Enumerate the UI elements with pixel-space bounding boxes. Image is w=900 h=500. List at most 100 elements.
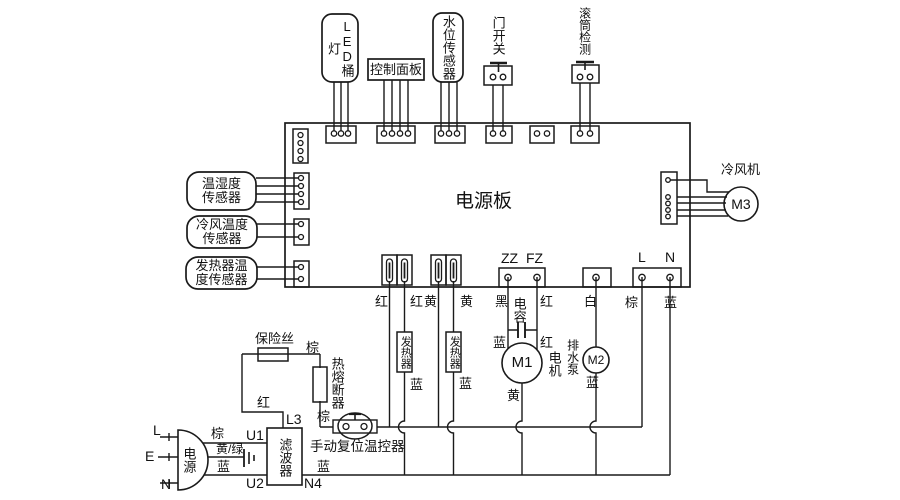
- temp-humidity-label-2: 传感器: [201, 190, 241, 205]
- wire-label-blue-heater1: 蓝: [410, 377, 424, 392]
- wire-label-black: 黑: [495, 294, 509, 309]
- temp-humidity-label-1: 温湿度: [201, 176, 241, 192]
- cool-air-label-1: 冷风温度: [195, 217, 248, 233]
- wire-led: [333, 82, 349, 131]
- power-inlet-label: 电源: [181, 447, 197, 473]
- board-left-connectors: [293, 172, 310, 288]
- connector-heater-temp: [293, 260, 310, 288]
- connector-fan: [660, 171, 678, 225]
- heater1-box: [396, 331, 413, 373]
- wire-label-brown-thermostat: 棕: [317, 409, 331, 424]
- wire-label-yellow-green: 黄/绿: [216, 442, 244, 456]
- l-n-connector: [632, 267, 682, 288]
- motor-m2-circle: [582, 346, 610, 374]
- control-panel-label: 控制面板: [369, 61, 422, 77]
- terminal-n-label: N: [665, 249, 676, 265]
- filter-box: [266, 427, 303, 486]
- led-light-box: [321, 13, 359, 83]
- thermostat-symbol: [332, 412, 378, 440]
- terminal-u1-label: U1: [246, 427, 264, 443]
- terminal-n4-label: N4: [304, 475, 322, 491]
- heater-temp-label-2: 度传感器: [195, 272, 248, 287]
- capacitor-label: 电容: [511, 297, 527, 323]
- power-n-label: N: [161, 476, 172, 492]
- connector-control-panel: [376, 125, 416, 144]
- power-board-outline: [284, 122, 691, 288]
- wire-heater-temp: [257, 266, 299, 280]
- wire-control-panel: [383, 80, 409, 131]
- terminal-fz-label: FZ: [526, 250, 544, 266]
- power-board-label: 电源板: [455, 191, 513, 212]
- wire-label-blue-n4: 蓝: [317, 459, 331, 474]
- water-sensor-box: [432, 12, 464, 83]
- connector-pins: [297, 130, 674, 283]
- led-light-label: LED桶灯: [326, 19, 355, 77]
- motor-m3-label: M3: [731, 195, 751, 212]
- thermostat-label: 手动复位温控器: [310, 439, 405, 454]
- wire-label-red-1: 红: [375, 294, 389, 309]
- wire-label-yellow-m1: 黄: [507, 388, 521, 403]
- earth-symbol: [243, 449, 255, 467]
- heater-temp-label-1: 发热器温: [195, 258, 248, 274]
- heater2-label: 发热器: [448, 335, 461, 369]
- wire-cool-air: [257, 223, 299, 238]
- fuse-symbol: [257, 347, 289, 362]
- wire-water-sensor: [440, 82, 458, 131]
- motor-m3-circle: [723, 186, 759, 222]
- wire-red-l3: [241, 354, 284, 428]
- left-sensor-boxes: [185, 171, 258, 290]
- heater-temp-box: [185, 256, 258, 290]
- capacitor-symbol: [517, 322, 526, 338]
- fuse-label: 保险丝: [255, 331, 295, 346]
- wire-heater1-blue: [397, 372, 406, 475]
- control-panel-box: [367, 58, 425, 81]
- wire-fan-1: [670, 179, 729, 193]
- motor-m1-circle: [501, 342, 543, 384]
- wires: [158, 80, 729, 487]
- wire-label-yellow-1: 黄: [424, 294, 438, 309]
- heater1-label: 发热器: [399, 335, 412, 369]
- board-bottom-connectors: [381, 254, 682, 288]
- door-switch-label: 门开关: [490, 16, 506, 55]
- cool-air-label-2: 传感器: [202, 231, 242, 246]
- motor-label: 电机: [546, 351, 562, 377]
- connector-water-sensor: [434, 125, 466, 144]
- temp-humidity-box: [186, 171, 257, 211]
- connector-door-switch: [485, 125, 513, 144]
- zz-fz-connector: [498, 267, 546, 288]
- connector-drum-detect: [570, 125, 600, 144]
- cooling-fan-label: 冷风机: [721, 162, 761, 177]
- connector-cool-air: [293, 218, 310, 246]
- thermal-fuse-symbol: [312, 366, 328, 403]
- wire-label-white: 白: [584, 294, 598, 309]
- door-switch-symbol: [483, 61, 513, 86]
- filter-label: 滤波器: [277, 437, 293, 477]
- connector-temp-humidity: [293, 172, 310, 210]
- power-e-label: E: [145, 448, 155, 464]
- water-sensor-label: 水位传感器: [440, 15, 456, 80]
- wire-heater2-blue: [446, 372, 455, 475]
- connector-inner-4pin: [292, 128, 309, 164]
- power-l-label: L: [153, 422, 161, 438]
- top-component-boxes: [321, 12, 464, 83]
- wire-fan-2-5: [677, 196, 728, 217]
- motor-m2-label: M2: [587, 352, 605, 367]
- wire-label-blue-u2: 蓝: [217, 459, 231, 474]
- wire-label-red-cap: 红: [540, 335, 554, 350]
- wire-label-blue-n: 蓝: [664, 295, 678, 310]
- wire-label-blue-m2: 蓝: [586, 375, 600, 390]
- wire-label-brown-l: 棕: [625, 295, 639, 310]
- wire-label-red-2: 红: [410, 294, 424, 309]
- wire-drum-detect: [579, 83, 591, 131]
- wire-thermal-fuse: [319, 354, 333, 428]
- wire-label-blue-cap: 蓝: [493, 335, 507, 350]
- terminal-l-label: L: [638, 249, 646, 265]
- terminal-zz-label: ZZ: [501, 250, 519, 266]
- wire-temp-humidity: [256, 177, 299, 203]
- white-connector: [582, 267, 612, 288]
- drum-detect-switch-symbol: [571, 60, 600, 84]
- heater2-box: [445, 331, 462, 373]
- wire-label-blue-heater2: 蓝: [459, 376, 473, 391]
- drain-pump-label: 排水泵: [565, 339, 580, 375]
